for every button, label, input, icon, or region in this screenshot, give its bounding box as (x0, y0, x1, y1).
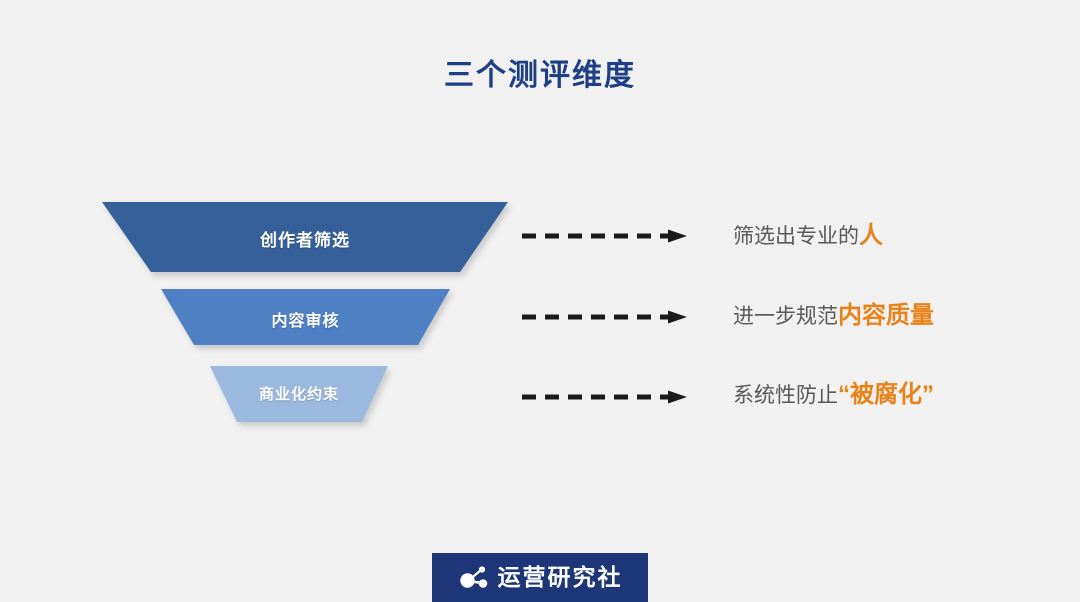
description-1-plain-text: 筛选出专业的 (733, 225, 859, 248)
dashed-arrow-3-icon (522, 390, 687, 404)
description-2-plain-text: 进一步规范 (733, 305, 838, 328)
description-1-accent-text: 人 (859, 222, 883, 249)
molecule-icon (459, 565, 487, 588)
dashed-arrow-2-icon (522, 310, 687, 324)
description-row-3: 系统性防止“被腐化” (733, 379, 934, 410)
description-row-2: 进一步规范内容质量 (733, 300, 934, 331)
dashed-arrow-1-icon (522, 229, 687, 243)
description-3-plain-text: 系统性防止 (733, 384, 838, 407)
description-3-accent-text: “被腐化” (838, 381, 934, 408)
funnel-stage-3-label: 商业化约束 (258, 386, 339, 403)
description-2-accent-text: 内容质量 (838, 302, 934, 329)
funnel-stage-2-label: 内容审核 (271, 313, 340, 330)
brand-logo-bar: 运营研究社 (432, 553, 648, 602)
description-row-1: 筛选出专业的人 (733, 220, 883, 251)
page-title: 三个测评维度 (444, 59, 636, 92)
funnel-stage-1-label: 创作者筛选 (260, 231, 350, 250)
brand-name: 运营研究社 (497, 564, 623, 590)
